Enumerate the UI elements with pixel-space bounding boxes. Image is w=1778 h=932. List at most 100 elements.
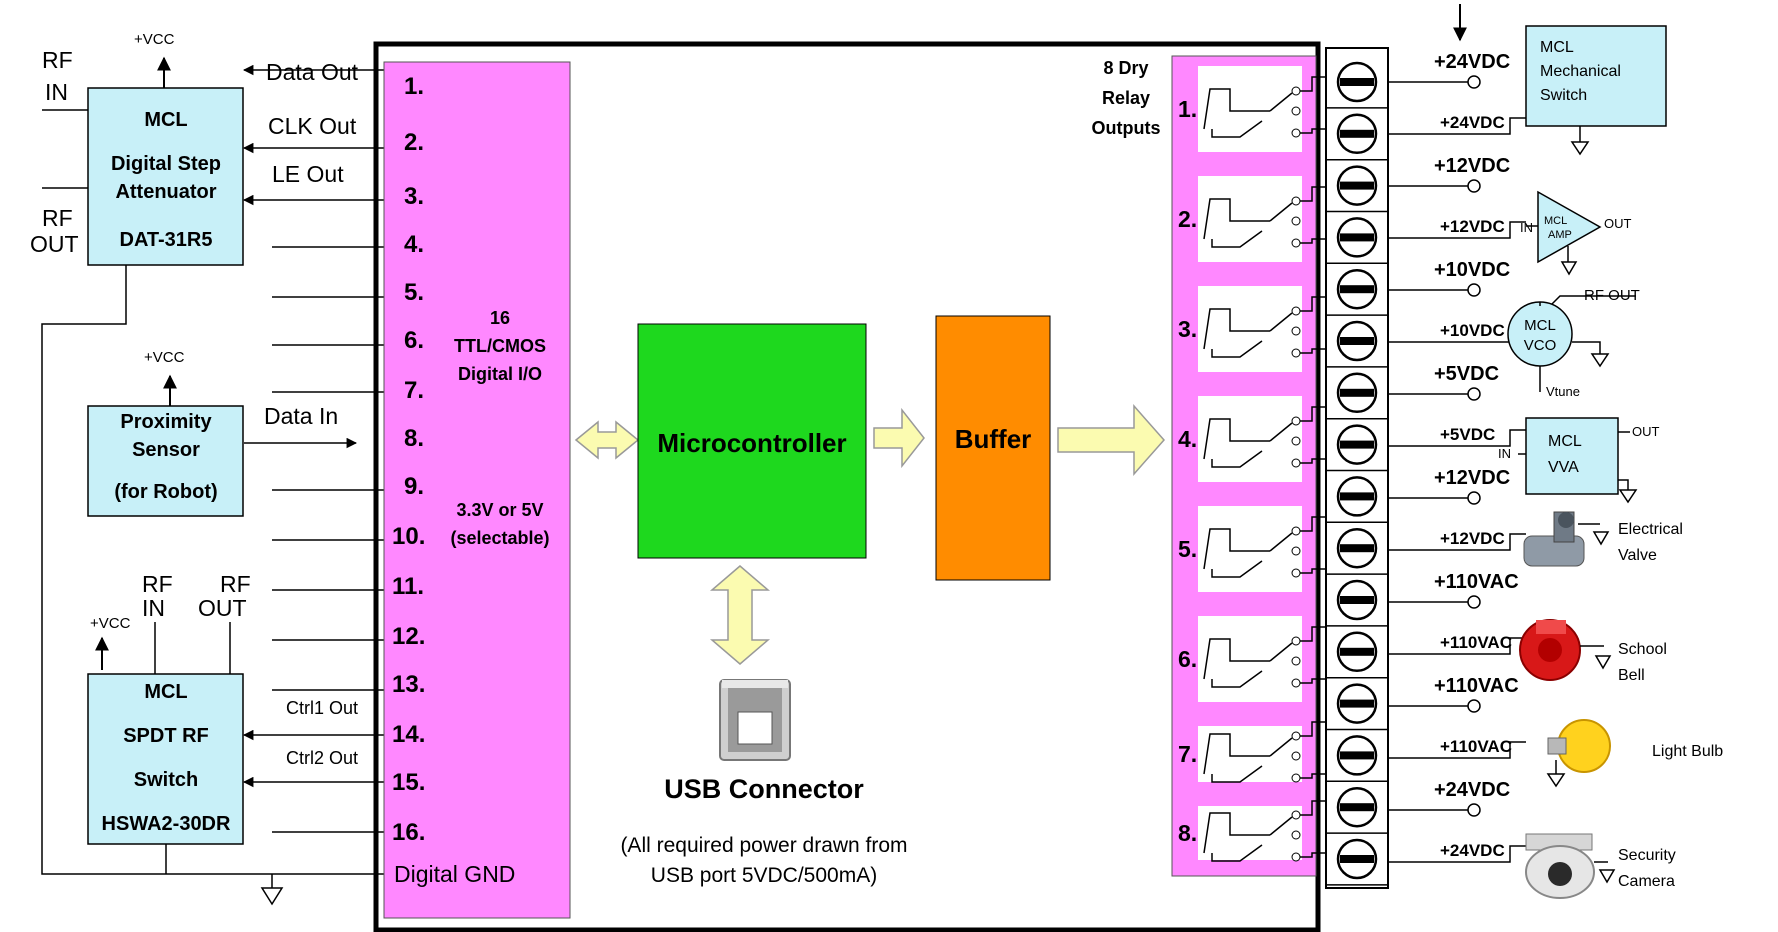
io-pin-13: 13. [392, 671, 425, 698]
valve-ground-symbol [1592, 531, 1610, 546]
supply-top-label-8: +24VDC [1434, 779, 1510, 801]
security-camera-icon [1525, 833, 1595, 899]
valve-label-1: Electrical [1618, 521, 1683, 538]
vco-vtune-label: Vtune [1546, 384, 1580, 399]
supply-top-label-3: +10VDC [1434, 259, 1510, 281]
vva-gnd-line [1618, 479, 1629, 490]
relay-title-2: Relay [1102, 88, 1150, 108]
micro-buffer-arrow [873, 407, 925, 469]
vva-ground-symbol [1618, 489, 1638, 504]
terminal-screw-5 [1326, 268, 1388, 316]
io-pin-16: 16. [392, 819, 425, 846]
relay-number-4: 4. [1178, 426, 1197, 452]
terminal-screw-7 [1326, 372, 1388, 420]
mech-ground-symbol [1570, 141, 1590, 156]
light-bulb-icon [1547, 719, 1611, 773]
relay-module-4: 4. [1178, 396, 1326, 482]
vco-circle [1507, 301, 1573, 367]
terminal-screw-10 [1326, 527, 1388, 575]
rf-out-label-1: RF [42, 205, 73, 231]
io-title-3: Digital I/O [458, 364, 542, 384]
supply-bottom-label-5: +12VDC [1440, 529, 1505, 548]
terminal-screw-2 [1326, 113, 1388, 161]
vcc-label-2: +VCC [144, 349, 185, 366]
rf-out-label-2: OUT [30, 231, 79, 257]
io-pin-8: 8. [404, 425, 424, 452]
io-pin-1: 1. [404, 73, 424, 100]
usb-connector-icon [719, 679, 791, 761]
relay-module-3: 3. [1178, 286, 1326, 372]
relay-module-6: 6. [1178, 616, 1326, 702]
io-panel [383, 61, 571, 919]
vco-label-1: MCL [1524, 317, 1556, 334]
microcontroller-label: Microcontroller [657, 428, 846, 458]
vva-box [1525, 417, 1619, 495]
supply-wiring: +24VDC+24VDC+12VDC+12VDC+10VDC+10VDC+5VD… [1388, 51, 1526, 863]
vva-out-label: OUT [1632, 424, 1660, 439]
vva-in-label: IN [1498, 446, 1511, 461]
mech-switch-label-3: Switch [1540, 87, 1587, 104]
io-voltage-2: (selectable) [450, 528, 549, 548]
le-out-label: LE Out [272, 161, 344, 187]
terminal-screw-1 [1326, 61, 1388, 109]
power-note-1: (All required power drawn from [620, 834, 907, 857]
camera-label-2: Camera [1618, 873, 1675, 890]
supply-7: +110VAC+110VAC [1388, 675, 1526, 759]
bell-label-1: School [1618, 641, 1667, 658]
terminal-screw-14 [1326, 735, 1388, 783]
sw-rf-out-2: OUT [198, 595, 247, 621]
power-note-2: USB port 5VDC/500mA) [651, 864, 877, 887]
supply-5: +12VDC+12VDC [1388, 467, 1526, 551]
buffer-relay-arrow [1057, 404, 1166, 476]
mech-switch-label-2: Mechanical [1540, 63, 1621, 80]
terminal-screw-8 [1326, 424, 1388, 472]
supply-8: +24VDC+24VDC [1388, 779, 1526, 863]
proximity-label-3: (for Robot) [114, 481, 217, 503]
attenuator-label-3: Attenuator [115, 181, 216, 203]
terminal-screw-3 [1326, 165, 1388, 213]
terminal-screw-6 [1326, 320, 1388, 368]
rf-in-label-1: RF [42, 47, 73, 73]
proximity-label-2: Sensor [132, 439, 200, 461]
relay-module-1: 1. [1178, 66, 1326, 152]
io-pin-2: 2. [404, 129, 424, 156]
buffer-block [935, 315, 1051, 581]
io-pin-9: 9. [404, 473, 424, 500]
electrical-valve-icon [1523, 511, 1585, 567]
vva-label-1: MCL [1548, 433, 1582, 450]
usb-connector-label: USB Connector [664, 774, 864, 804]
relay-module-5: 5. [1178, 506, 1326, 592]
vco-rf-out-line [1551, 295, 1636, 305]
terminal-screw-12 [1326, 631, 1388, 679]
supply-bottom-label-4: +5VDC [1440, 425, 1495, 444]
data-in-label: Data In [264, 403, 338, 429]
io-pin-3: 3. [404, 183, 424, 210]
ground-wire [41, 265, 384, 875]
bell-label-2: Bell [1618, 667, 1645, 684]
io-pin-7: 7. [404, 377, 424, 404]
relay-module-7: 7. [1178, 721, 1326, 783]
io-pin-12: 12. [392, 623, 425, 650]
io-title-2: TTL/CMOS [454, 336, 546, 356]
supply-4: +5VDC+5VDC [1388, 363, 1526, 447]
vcc-label: +VCC [134, 31, 175, 48]
vco-ground-symbol [1590, 353, 1610, 368]
relay-number-3: 3. [1178, 316, 1197, 342]
switch-label-4: HSWA2-30DR [102, 813, 231, 835]
bell-ground-symbol [1594, 655, 1612, 670]
switch-label-3: Switch [134, 769, 198, 791]
relay-title-3: Outputs [1092, 118, 1161, 138]
attenuator-label-4: DAT-31R5 [120, 229, 213, 251]
relay-module-2: 2. [1178, 176, 1326, 262]
switch-label-1: MCL [144, 681, 187, 703]
switch-label-2: SPDT RF [123, 725, 209, 747]
rf-in-label-2: IN [45, 79, 68, 105]
vco-gnd-line [1572, 341, 1601, 354]
relay-number-5: 5. [1178, 536, 1197, 562]
io-pin-15: 15. [392, 769, 425, 796]
terminal-screw-11 [1326, 579, 1388, 627]
io-pin-labels: 1.2.3.4.5.6.7.8.9.10.11.12.13.14.15.16. [392, 73, 425, 846]
controller-enclosure [373, 41, 1321, 932]
io-pin-11: 11. [392, 573, 424, 600]
relay-number-2: 2. [1178, 206, 1197, 232]
